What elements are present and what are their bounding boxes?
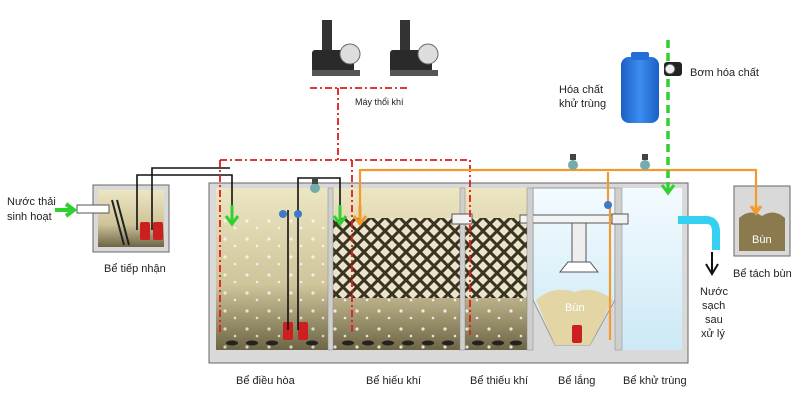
blower-right <box>390 20 439 76</box>
pumps <box>140 222 582 343</box>
sludge-tank-sludge-label: Bùn <box>752 234 772 246</box>
outlet-pipe <box>678 216 720 250</box>
settling-cone <box>558 261 600 273</box>
equalization-label: Bể điều hòa <box>236 375 296 387</box>
air-lines <box>219 87 471 335</box>
outlet-label-4: xử lý <box>701 328 725 340</box>
outlet-label-2: sạch <box>702 300 725 312</box>
inlet-pipe <box>76 204 110 214</box>
blower-label: Máy thổi khí <box>355 97 404 107</box>
valves <box>279 154 650 218</box>
flow-arrows <box>224 182 763 227</box>
diffusers <box>226 340 522 346</box>
outlet-arrow <box>705 252 719 276</box>
return-lines <box>358 168 758 340</box>
settling-label: Bể lắng <box>558 374 595 387</box>
settling-sludge-label: Bùn <box>565 302 585 314</box>
aerobic-label: Bể hiếu khí <box>366 375 421 387</box>
inlet-label-2: sinh hoạt <box>7 211 52 223</box>
outlet-label-3: sau <box>705 314 723 326</box>
chemical-label-2: khử trùng <box>559 98 606 110</box>
inlet-label-1: Nước thải <box>7 196 56 208</box>
blower-left <box>312 20 361 76</box>
receiving-tank-label: Bể tiếp nhận <box>104 263 166 275</box>
anoxic-label: Bể thiếu khí <box>470 375 528 387</box>
settling-sludge <box>536 289 613 345</box>
water-lines <box>136 167 341 330</box>
sludge-tank-label: Bể tách bùn <box>733 268 792 280</box>
chemical-pump-icon <box>664 62 682 76</box>
outlet-label-1: Nước <box>700 286 729 298</box>
chemical-label-1: Hóa chất <box>559 84 603 96</box>
aerobic-media <box>333 218 460 298</box>
inlet-arrow <box>55 202 78 218</box>
disinfection-tank <box>622 188 682 350</box>
disinfection-label: Bể khử trùng <box>623 375 687 387</box>
chem-pump-label: Bơm hóa chất <box>690 67 759 79</box>
chemical-tank <box>621 52 659 123</box>
anoxic-media <box>465 218 527 298</box>
